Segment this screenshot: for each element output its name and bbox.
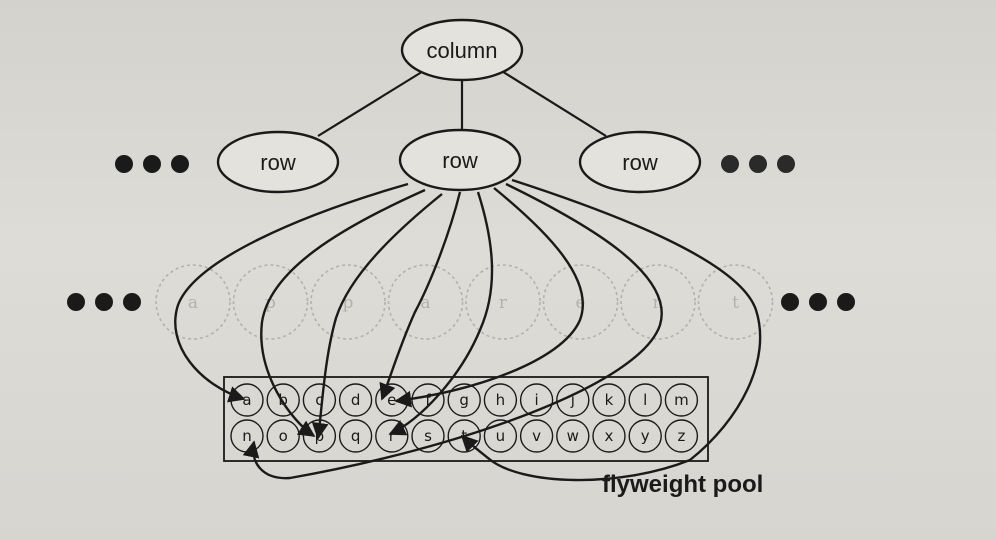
- pool-cell: b: [266, 383, 300, 417]
- pool-cell-label: y: [641, 427, 650, 445]
- ghost-char-label: t: [732, 293, 739, 313]
- pool-cell-label: z: [677, 427, 685, 445]
- row-label-left: row: [260, 150, 296, 175]
- pool-cell-label: c: [315, 391, 323, 409]
- pool-cell: d: [338, 383, 373, 417]
- pool-cell: i: [519, 383, 554, 417]
- ghost-char-glyph: a: [387, 264, 464, 340]
- edge-column-row-left: [317, 69, 426, 137]
- pool-cell: z: [664, 419, 699, 453]
- pool-cell-label: e: [387, 391, 396, 409]
- flyweight-pool-label: flyweight pool: [602, 471, 763, 498]
- pool-cell: q: [338, 419, 373, 453]
- column-node: column: [400, 18, 524, 82]
- tree-edges: [317, 69, 607, 137]
- arrow-to-e-2: [394, 187, 584, 408]
- row-label-right: row: [622, 150, 658, 175]
- pool-cell-label: w: [567, 427, 579, 445]
- pool-cell: a: [230, 383, 264, 417]
- pool-cell: f: [411, 383, 445, 417]
- pool-cell-label: u: [496, 427, 506, 445]
- ghost-char-label: a: [420, 293, 430, 313]
- pool-cell: m: [664, 383, 699, 417]
- pool-cell: j: [556, 383, 590, 417]
- ghost-char-label: a: [188, 293, 198, 313]
- pool-cell: y: [628, 419, 662, 453]
- pool-cell: l: [628, 383, 662, 417]
- arrow-to-t: [460, 178, 762, 482]
- pool-cell: h: [483, 383, 518, 417]
- ghost-char-glyph: a: [155, 264, 231, 340]
- pool-cell: s: [411, 419, 445, 453]
- pool-box: [223, 376, 709, 462]
- arrow-to-r: [388, 191, 494, 436]
- pool-cell-label: s: [424, 427, 432, 445]
- arrow-to-e: [379, 191, 462, 401]
- pool-cell: g: [447, 383, 481, 417]
- ghost-char-glyph: p: [310, 264, 386, 340]
- ghost-char-glyph: n: [620, 264, 696, 340]
- pool-cell-label: l: [643, 391, 647, 409]
- pool-cell: v: [519, 419, 554, 453]
- ghost-char-label: p: [265, 293, 276, 313]
- pool-cell: c: [302, 383, 337, 417]
- pool-cell-label: r: [389, 427, 396, 445]
- ellipsis-char-left: [67, 293, 141, 311]
- pool-cell-label: n: [242, 427, 252, 445]
- pool-cell-label: v: [532, 427, 541, 445]
- row-label-center: row: [442, 148, 478, 173]
- pool-cell-label: g: [459, 391, 469, 409]
- row-node-left: row: [216, 130, 340, 194]
- pool-cell-label: k: [605, 391, 614, 409]
- ghost-char-glyph: e: [542, 264, 619, 340]
- pool-cell-label: b: [278, 391, 288, 409]
- pool-cell-label: o: [279, 427, 288, 445]
- row-node-center: row: [398, 128, 522, 192]
- column-label: column: [427, 38, 498, 63]
- ghost-char-glyph: t: [697, 264, 774, 340]
- pool-cell-label: j: [570, 391, 575, 409]
- pool-cell: o: [266, 419, 300, 453]
- pool-cell-label: a: [242, 391, 251, 409]
- pool-cell-label: i: [535, 391, 539, 409]
- ghost-char-glyph: r: [465, 264, 541, 340]
- ghost-char-glyph: p: [232, 264, 309, 340]
- ghost-char-label: p: [343, 293, 354, 313]
- row-node-right: row: [578, 130, 702, 194]
- pool-cell: u: [483, 419, 518, 453]
- pool-cell-label: h: [496, 391, 506, 409]
- pool-cell-label: f: [425, 391, 431, 409]
- pool-cell: k: [592, 383, 626, 417]
- ghost-char-label: e: [575, 293, 585, 313]
- pool-cell: r: [375, 419, 409, 453]
- ellipsis-row-right: [721, 155, 795, 173]
- pool-cell-label: m: [674, 391, 689, 409]
- pool-cell-label: q: [351, 427, 361, 445]
- arrow-to-n: [242, 182, 663, 480]
- ghost-char-label: r: [499, 293, 508, 313]
- pool-cell-label: x: [605, 427, 614, 445]
- ellipsis-row-left: [115, 155, 189, 173]
- reference-arrows: [174, 178, 762, 482]
- pool-cell-label: d: [351, 391, 361, 409]
- pool-cell: w: [556, 419, 590, 453]
- pool-cell: x: [592, 419, 626, 453]
- arrow-to-p-1: [260, 188, 426, 437]
- pool-cell: n: [230, 419, 264, 453]
- arrow-to-a: [174, 182, 409, 403]
- arrow-to-p-2: [311, 193, 443, 440]
- edge-column-row-right: [499, 69, 607, 137]
- ghost-char-label: n: [653, 293, 664, 313]
- ellipsis-char-right: [781, 293, 855, 311]
